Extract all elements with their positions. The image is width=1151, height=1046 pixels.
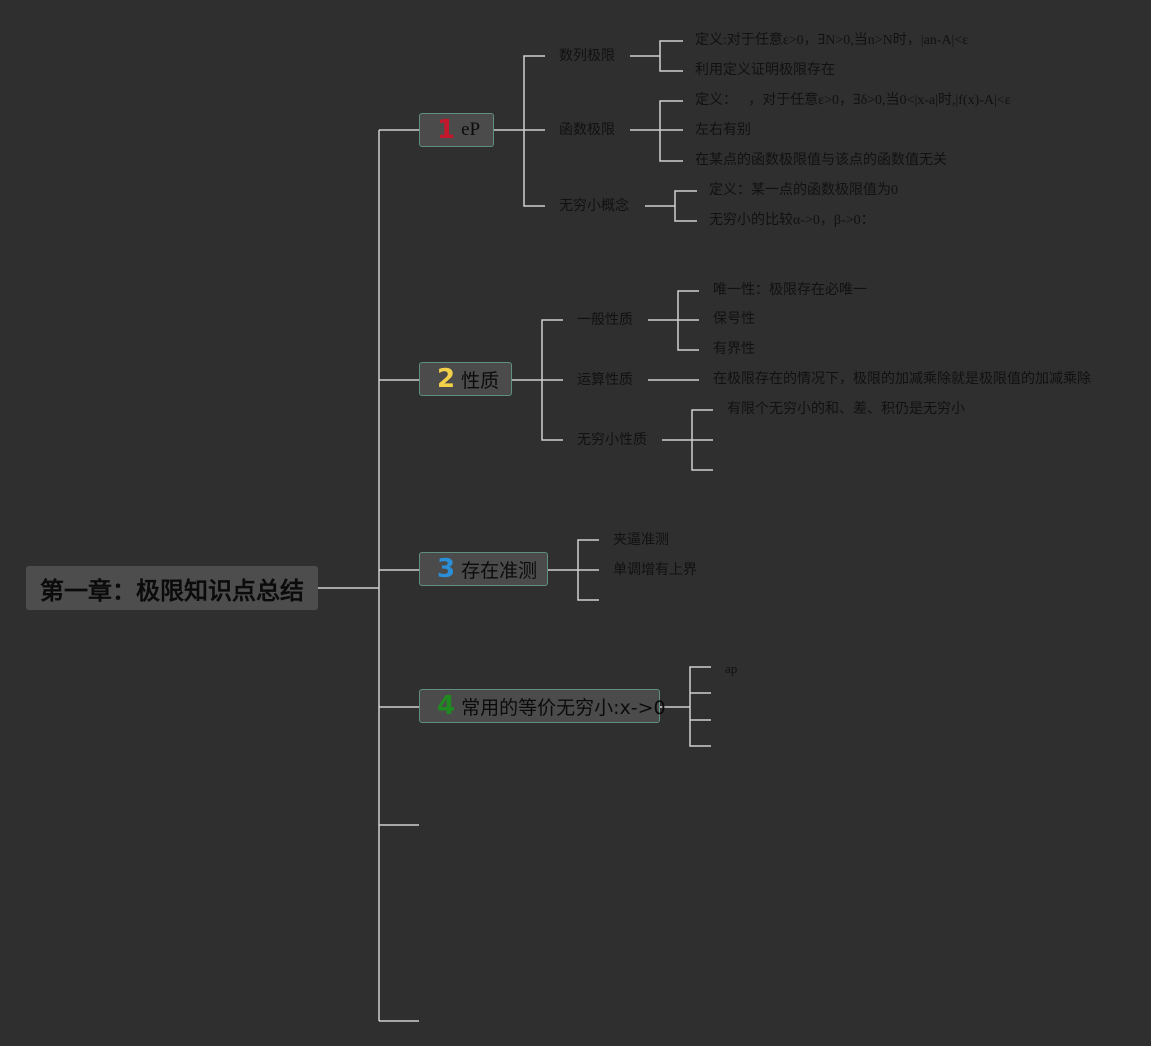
number-1-icon: 1 xyxy=(437,115,456,145)
leaf-label[interactable]: 定义： ，对于任意ε>0，∃δ>0,当0<|x-a|时,|f(x)-A|<ε xyxy=(695,93,1011,108)
root-title: 第一章：极限知识点总结 xyxy=(40,576,304,605)
leaf-label[interactable]: 无穷小的比较α->0，β->0： xyxy=(709,213,875,228)
number-4-icon: 4 xyxy=(437,691,456,721)
subtopic-label[interactable]: 无穷小概念 xyxy=(559,198,629,214)
leaf-label[interactable]: 定义:对于任意ε>0，∃N>0,当n>N时，|an-A|<ε xyxy=(695,33,969,48)
subtopic-label[interactable]: 数列极限 xyxy=(559,48,615,64)
subtopic-label[interactable]: 函数极限 xyxy=(559,122,615,138)
leaf-label[interactable]: 保号性 xyxy=(713,312,755,327)
leaf-label[interactable]: 定义：某一点的函数极限值为0 xyxy=(709,183,898,198)
branch-node-1[interactable]: 1 eP xyxy=(419,113,494,147)
subtopic-label[interactable]: 一般性质 xyxy=(577,312,633,328)
subtopic-label[interactable]: 无穷小性质 xyxy=(577,432,647,448)
leaf-label[interactable]: 有界性 xyxy=(713,342,755,357)
leaf-label[interactable]: 唯一性：极限存在必唯一 xyxy=(713,283,867,298)
branch-label: 存在准测 xyxy=(461,559,538,582)
leaf-label[interactable]: 单调增有上界 xyxy=(613,562,697,578)
branch-node-4[interactable]: 4 常用的等价无穷小:x->0 xyxy=(419,689,666,723)
branch-label: 常用的等价无穷小:x->0 xyxy=(461,696,666,719)
number-3-icon: 3 xyxy=(437,554,456,584)
subtopic-label[interactable]: 运算性质 xyxy=(577,372,633,388)
leaf-label[interactable]: 左右有别 xyxy=(695,123,751,138)
leaf-label[interactable]: 在极限存在的情况下，极限的加减乘除就是极限值的加减乘除 xyxy=(713,372,1091,387)
branch-label: 性质 xyxy=(461,369,500,392)
branch-label: eP xyxy=(461,119,481,140)
leaf-label[interactable]: 利用定义证明极限存在 xyxy=(695,63,835,78)
leaf-label[interactable]: 在某点的函数极限值与该点的函数值无关 xyxy=(695,153,947,168)
root-node[interactable]: 第一章：极限知识点总结 xyxy=(26,566,318,610)
number-2-icon: 2 xyxy=(437,364,456,394)
leaf-label[interactable]: 夹逼准测 xyxy=(613,532,669,548)
leaf-label[interactable]: 有限个无穷小的和、差、积仍是无穷小 xyxy=(727,402,965,417)
branch-node-2[interactable]: 2 性质 xyxy=(419,362,512,396)
branch-node-3[interactable]: 3 存在准测 xyxy=(419,552,548,586)
leaf-label[interactable]: ap xyxy=(725,661,738,676)
